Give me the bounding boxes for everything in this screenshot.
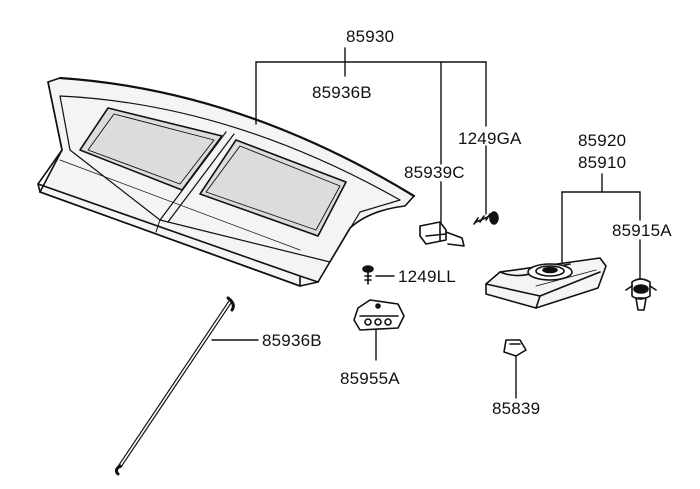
retainer-85955a — [353, 299, 405, 361]
callout-85936b-top: 85936B — [312, 83, 372, 102]
tray-window-right — [199, 139, 347, 237]
clip-85939c — [419, 221, 465, 247]
speaker-cover — [485, 257, 607, 309]
callout-85936b-lower: 85936B — [262, 331, 322, 350]
callout-85939c: 85939C — [404, 163, 465, 182]
leader-85930 — [255, 47, 487, 223]
callout-85910: 85910 — [578, 153, 627, 172]
leader-85920 — [561, 173, 641, 279]
screw-1249ll — [362, 265, 395, 285]
clip-85839 — [503, 339, 527, 399]
fastener-85915a — [625, 278, 657, 311]
callout-85955a: 85955A — [340, 369, 400, 388]
callout-1249ll: 1249LL — [398, 267, 456, 286]
callout-1249ga: 1249GA — [458, 129, 522, 148]
callout-85839: 85839 — [492, 399, 541, 418]
package-tray — [37, 76, 416, 287]
screw-1249ga — [473, 211, 499, 225]
trim-strip-85936b — [114, 296, 259, 476]
callout-85915a: 85915A — [612, 221, 672, 240]
callout-85930: 85930 — [346, 27, 395, 46]
callout-85920: 85920 — [578, 131, 627, 150]
